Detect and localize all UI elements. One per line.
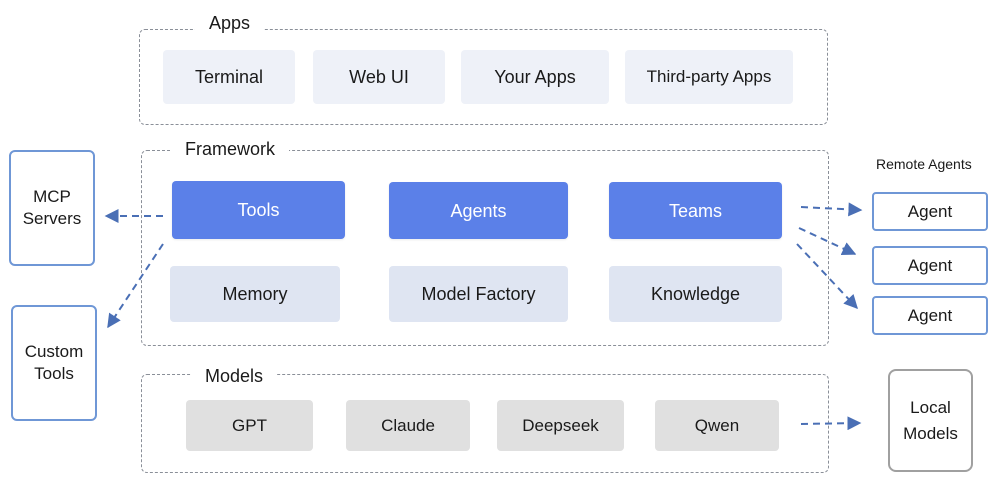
model-claude: Claude [346,400,470,451]
custom-tools-line2: Tools [34,364,74,383]
mcp-servers-line2: Servers [22,209,82,228]
remote-agent-2: Agent [872,246,988,285]
mcp-servers-line1: MCP [33,187,71,206]
app-terminal: Terminal [163,50,295,104]
remote-agent-1: Agent [872,192,988,231]
custom-tools-line1: Custom [24,342,84,361]
framework-teams: Teams [609,182,782,239]
models-group-title: Models [191,365,278,387]
apps-group [139,29,828,125]
app-third-party-apps: Third-party Apps [625,50,793,104]
model-deepseek: Deepseek [497,400,624,451]
local-models-box: Local Models [888,369,973,472]
remote-agent-3: Agent [872,296,988,335]
remote-agents-label: Remote Agents [876,156,972,172]
app-your-apps: Your Apps [461,50,609,104]
local-models-line1: Local [910,397,951,417]
framework-tools: Tools [172,181,345,239]
framework-agents: Agents [389,182,568,239]
apps-group-title: Apps [195,12,265,34]
framework-memory: Memory [170,266,340,322]
model-gpt: GPT [186,400,313,451]
custom-tools-box: Custom Tools [11,305,97,421]
framework-knowledge: Knowledge [609,266,782,322]
framework-group-title: Framework [171,138,290,160]
app-web-ui: Web UI [313,50,445,104]
mcp-servers-box: MCP Servers [9,150,95,266]
framework-model-factory: Model Factory [389,266,568,322]
local-models-line2: Models [903,423,958,443]
model-qwen: Qwen [655,400,779,451]
